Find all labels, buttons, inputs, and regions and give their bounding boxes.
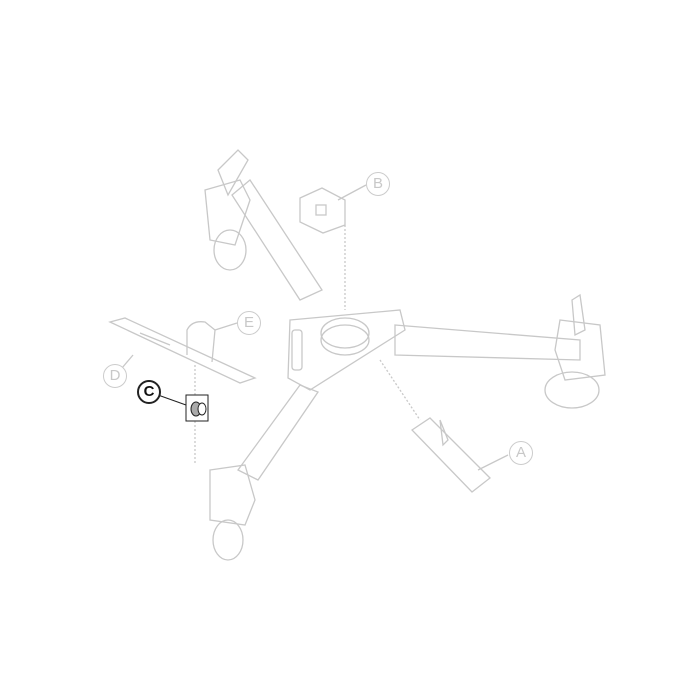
part-b	[299, 187, 346, 234]
arm-right	[394, 324, 581, 361]
wheel-upper-left	[213, 229, 247, 271]
part-c	[157, 394, 209, 422]
handle-right	[571, 293, 586, 337]
part-e	[186, 321, 216, 363]
center-hub	[287, 309, 406, 391]
arm-lower-left	[237, 384, 319, 481]
column-clamp	[320, 317, 370, 349]
callout-c[interactable]: C	[137, 380, 161, 404]
callout-a[interactable]: A	[509, 441, 533, 465]
handle-upper-left	[217, 149, 249, 197]
wheel-lower-left	[212, 519, 244, 561]
part-a	[410, 417, 491, 493]
wheel-right	[544, 371, 600, 409]
arm-upper-left	[231, 179, 323, 301]
callout-b[interactable]: B	[366, 172, 390, 196]
callout-d[interactable]: D	[103, 364, 127, 388]
callout-e[interactable]: E	[237, 311, 261, 335]
part-d	[108, 317, 257, 384]
dolly-base	[108, 149, 606, 561]
